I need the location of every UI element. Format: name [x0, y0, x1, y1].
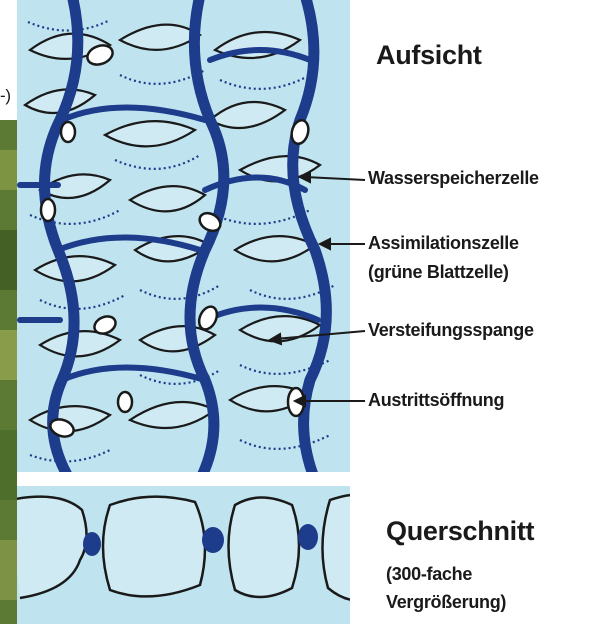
- exit-opening-label: Austrittsöffnung: [368, 390, 504, 411]
- top-view-panel: [17, 0, 350, 480]
- clipped-caption-fragment: -): [0, 86, 11, 106]
- background-photo-strip: [0, 120, 17, 624]
- cross-section-panel: [10, 486, 352, 624]
- magnification-line-1: (300-fache: [386, 562, 472, 586]
- water-storage-cell-label: Wasserspeicherzelle: [368, 168, 539, 189]
- magnification-line-2: Vergrößerung): [386, 590, 506, 614]
- cross-section-title: Querschnitt: [386, 516, 534, 547]
- assimilation-cell-label: Assimilationszelle: [368, 233, 519, 254]
- top-view-title: Aufsicht: [376, 40, 482, 71]
- stiffening-clasp-label: Versteifungsspange: [368, 320, 534, 341]
- assimilation-cell-note: (grüne Blattzelle): [368, 262, 509, 283]
